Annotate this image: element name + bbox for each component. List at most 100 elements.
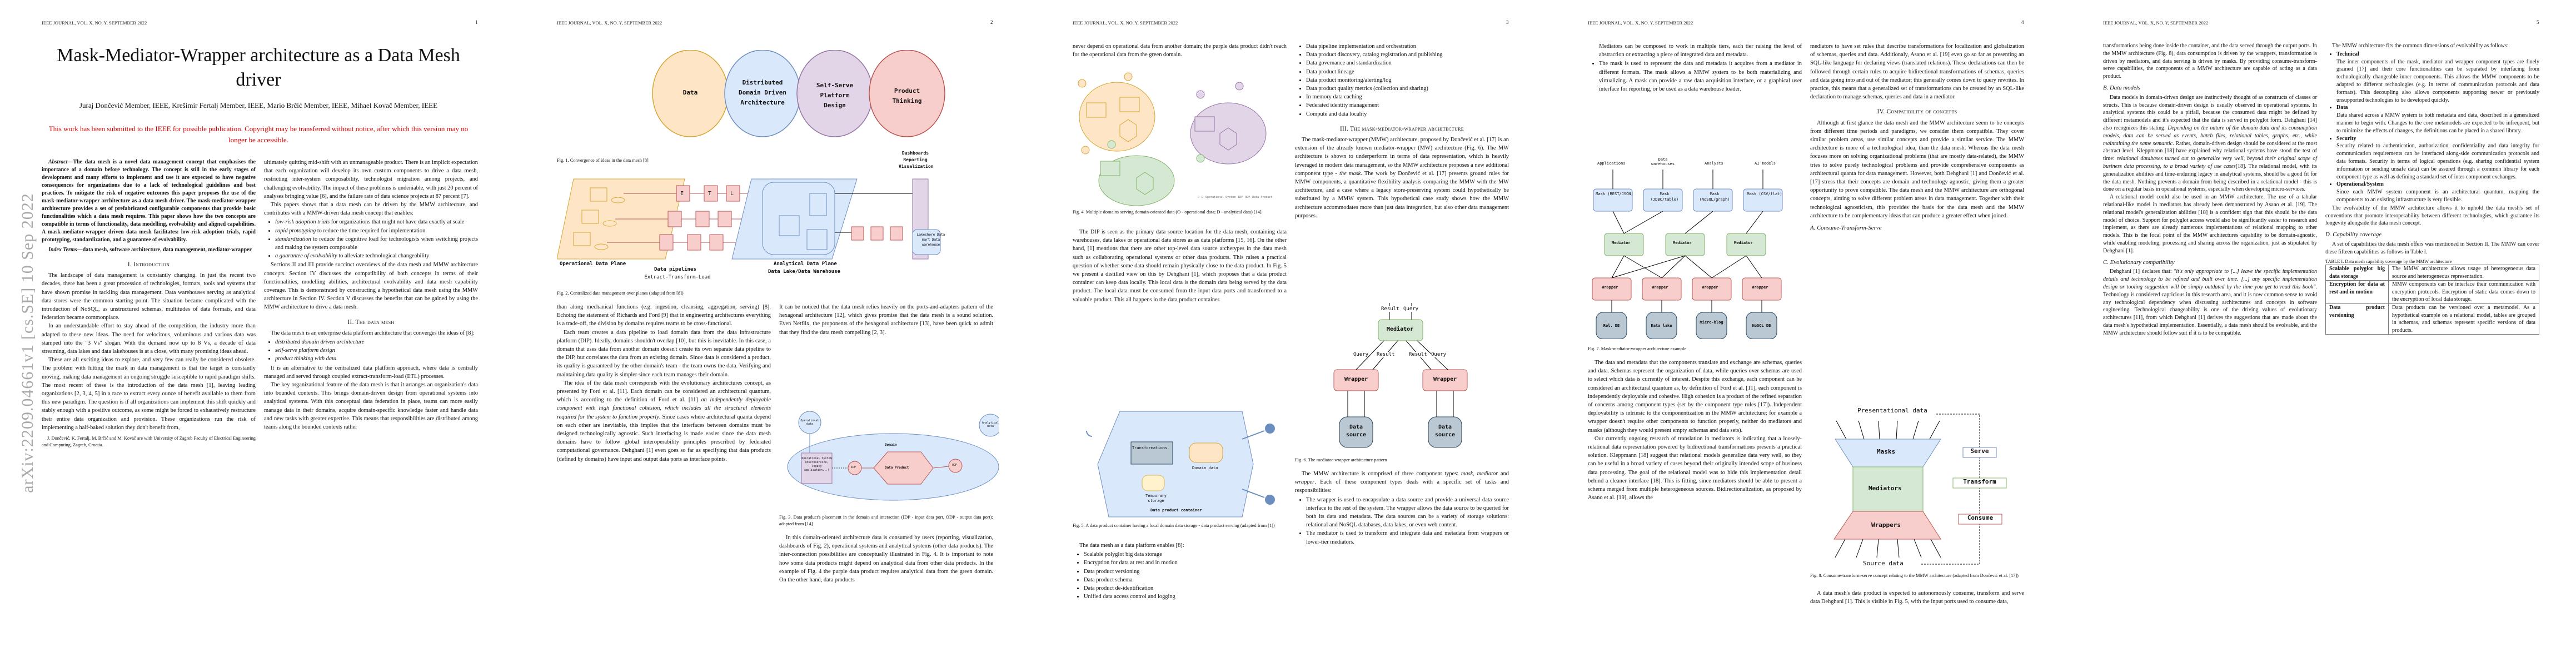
- section-heading: II. The data mesh: [347, 318, 395, 326]
- paragraph: The DIP is seen as the primary data sour…: [1073, 229, 1287, 303]
- fig5-container-label: Data product container: [1150, 508, 1202, 512]
- fig6-mediator: [1378, 319, 1423, 341]
- component-list: The mask is used to represent the data a…: [1588, 59, 1802, 93]
- figure-caption: Fig. 4. Multiple domains serving domain-…: [1073, 210, 1262, 215]
- author-list: Juraj Dončević Member, IEEE, Krešimir Fe…: [79, 101, 438, 109]
- list-item: Data product schema: [1084, 576, 1287, 584]
- transform-box: [1952, 477, 2007, 489]
- fig4-op-system-label: Operational System: [1205, 196, 1236, 199]
- column-right-cont: A data mesh's data product is expected t…: [1810, 589, 2024, 606]
- column-right-cont: In this domain-oriented architecture dat…: [779, 534, 993, 584]
- fig2-dashboards-label: Dashboards Reporting Visualization: [899, 151, 934, 169]
- fig4-data-product-label: Data Product: [1252, 196, 1273, 199]
- fig2-pipelines-sub: Extract-Transform-Load: [644, 275, 711, 280]
- fig8-serve-label: Serve: [1970, 447, 1989, 455]
- page-number: 5: [2537, 19, 2539, 25]
- running-header: IEEE JOURNAL, VOL. X, NO. Y, SEPTEMBER 2…: [2103, 20, 2209, 26]
- list-item: Data product de-identification: [1084, 584, 1287, 593]
- fig4-d-label: D: [1202, 196, 1204, 199]
- fig6-wrapper-left-label: Wrapper: [1344, 376, 1368, 382]
- fig8-masks-label: Masks: [1877, 448, 1896, 455]
- figure-6-mediator-wrapper: [1333, 303, 1468, 448]
- column-right: mediators to have set rules that describ…: [1810, 42, 2024, 234]
- page-number: 4: [2021, 19, 2024, 25]
- fig1-label-distributed: Distributed Domain Driven Architecture: [738, 79, 787, 106]
- subsection-heading: B. Data models: [2103, 84, 2140, 91]
- list-item: standardization to reduce the cognitive …: [275, 235, 478, 252]
- dimension-item: DataData shared across a MMW system is b…: [2336, 104, 2539, 135]
- paragraph: In this domain-oriented architecture dat…: [779, 535, 993, 584]
- fig6-source-right-label: Data source: [1434, 424, 1456, 438]
- fig7-consumer-analysts: Analysts: [1705, 161, 1723, 166]
- figure-caption: Fig. 5. A data product container having …: [1073, 523, 1275, 528]
- fig2-operational-label: Operational Data Plane: [560, 261, 626, 267]
- fig6-wrapper-right: [1422, 369, 1468, 391]
- list-item: Data product monitoring/alerting/log: [1306, 76, 1509, 84]
- fig7-mask-nosql: Mask (NoSQL/graph): [1699, 192, 1730, 202]
- fig2-analytical-sub: Data Lake/Data Warehouse: [768, 269, 841, 275]
- fig2-analytical-label: Analytical Data Plane: [774, 261, 837, 267]
- fig7-mediator-3: Mediator: [1734, 241, 1753, 245]
- fig8-consume-label: Consume: [1967, 514, 1994, 521]
- paper-title: Mask-Mediator-Wrapper architecture as a …: [57, 45, 460, 90]
- paragraph: The MMW architecture fits the common dim…: [2332, 43, 2509, 49]
- list-item: Data product discovery, catalog registra…: [1306, 51, 1509, 59]
- fig5-transformations: Transformations: [1132, 446, 1168, 450]
- figure-caption: Fig. 8. Consume-transform-serve concept …: [1810, 573, 2019, 578]
- figure-caption: Fig. 1. Convergence of ideas in the data…: [557, 158, 649, 163]
- fig3-idp-label: IDP: [851, 466, 856, 469]
- section-heading: III. The mask-mediator-wrapper architect…: [1340, 125, 1464, 132]
- figure-caption: Fig. 2. Centralized data management over…: [557, 291, 684, 296]
- list-item: In memory data caching: [1306, 93, 1509, 101]
- paragraph: transformations being done inside the co…: [2103, 43, 2317, 80]
- column-left: Mediators can be composed to work in mul…: [1588, 42, 1802, 94]
- arxiv-stamp: arXiv:2209.04661v1 [cs.SE] 10 Sep 2022: [18, 193, 37, 493]
- affiliation-footnote: J. Dončević, K. Fertalj, M. Brčić and M.…: [42, 436, 256, 447]
- component-types-outro: . Each of these component types deals wi…: [1295, 479, 1509, 494]
- fig7-source-nosql: NoSQL DB: [1752, 323, 1771, 328]
- subsection-heading: A. Consume-Transform-Serve: [1810, 225, 1882, 232]
- fig7-wrapper-3: Wrapper: [1702, 285, 1718, 290]
- page-number: 2: [990, 19, 993, 25]
- list-item: distributed domain driven architecture: [275, 338, 478, 346]
- section-heading: I. Introduction: [127, 261, 170, 268]
- capabilities-list: Scalable polyglot big data storage Encry…: [1073, 550, 1287, 601]
- subsection-heading: D. Capability coverage: [2325, 231, 2382, 238]
- fig3-analytical-data-label: Analytical data: [981, 421, 999, 428]
- list-item: Data product versioning: [1084, 568, 1287, 576]
- paragraph: The landscape of data management is cons…: [42, 272, 256, 321]
- figure-8-consume-transform-serve: [1833, 414, 2007, 565]
- figure-3-domain: [787, 411, 999, 501]
- list-item: Encryption for data at rest and in motio…: [1084, 559, 1287, 567]
- fig6-source-left: [1339, 416, 1373, 448]
- type-mask: mask: [1461, 471, 1473, 477]
- paragraph: Sections II and III provide succinct ove…: [264, 262, 478, 311]
- list-item: The mediator is used to transform and in…: [1306, 529, 1509, 546]
- list-item: Data product quality metrics (collection…: [1306, 84, 1509, 93]
- fig3-domain-label: Domain: [885, 443, 897, 447]
- fig8-mediators-label: Mediators: [1869, 485, 1902, 492]
- paragraph: Although at first glance the data mesh a…: [1810, 120, 2024, 219]
- list-item: self-serve platform design: [275, 346, 478, 355]
- contribution-list: low-risk adoption trials for organizatio…: [264, 218, 478, 260]
- paragraph: Mediators can be composed to work in mul…: [1599, 43, 1802, 58]
- etl-row: [607, 185, 801, 251]
- paragraph: Each team creates a data pipeline to loa…: [557, 329, 771, 378]
- fig7-mediator-1: Mediator: [1612, 241, 1631, 245]
- figure-7-mmw-example: [1592, 170, 1783, 339]
- wrappers-layer: [1833, 511, 1941, 540]
- paragraph: The key organizational feature of the da…: [264, 382, 478, 431]
- fig8-transform-label: Transform: [1963, 478, 1996, 485]
- fig6-source-right: [1428, 416, 1462, 448]
- paragraph: A relational model could also be used in…: [2103, 194, 2317, 254]
- list-item: Unified data access control and logging: [1084, 593, 1287, 601]
- fig7-mediator-2: Mediator: [1673, 241, 1692, 245]
- page-4: IEEE JOURNAL, VOL. X, NO. Y, SEPTEMBER 2…: [1546, 0, 2061, 667]
- type-mediator: mediator: [1477, 471, 1498, 477]
- paragraph: Data models in domain-driven design are …: [2103, 94, 2317, 193]
- circle-product-thinking: [869, 50, 945, 137]
